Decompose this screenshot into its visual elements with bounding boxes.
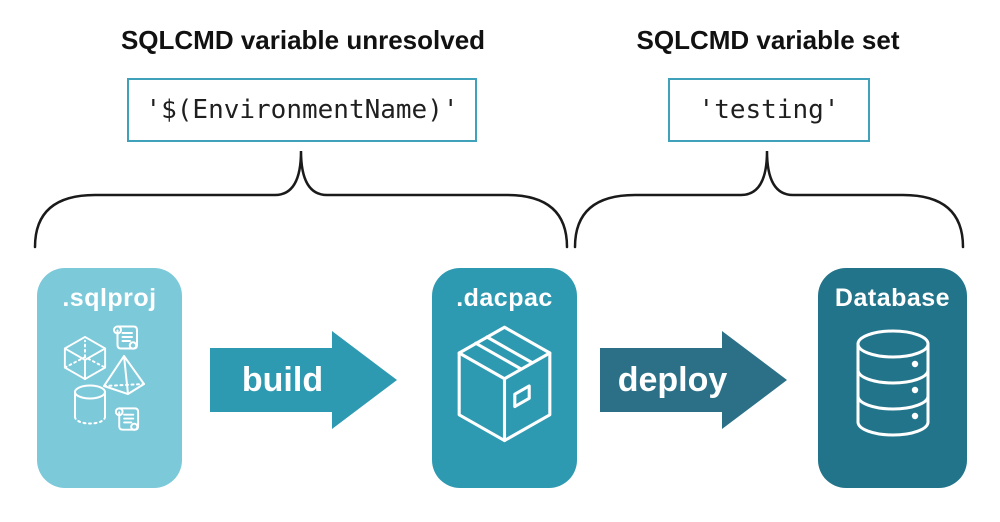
code-box-environment-variable: '$(EnvironmentName)' [127, 78, 477, 142]
pyramid-icon [103, 355, 145, 395]
build-arrow-label: build [241, 360, 324, 399]
code-value-environment-variable: '$(EnvironmentName)' [145, 95, 459, 125]
heading-sqlcmd-unresolved: SQLCMD variable unresolved [120, 25, 486, 55]
dacpac-label: .dacpac [456, 284, 553, 312]
deploy-arrow-shape [600, 331, 787, 429]
build-arrow: build [210, 331, 397, 429]
heading-sqlcmd-set: SQLCMD variable set [636, 25, 900, 55]
deploy-arrow-label: deploy [617, 360, 728, 399]
database-card: Database [818, 268, 967, 488]
curly-brace-right [573, 150, 965, 249]
sqlproj-card: .sqlproj [37, 268, 182, 488]
database-label: Database [834, 284, 951, 312]
script-scroll-icon [113, 325, 138, 350]
code-value-testing: 'testing' [698, 95, 840, 125]
code-box-testing-value: 'testing' [668, 78, 870, 142]
cylinder-icon [74, 384, 106, 425]
database-cylinder-icon [856, 329, 930, 437]
package-box-icon [457, 325, 552, 443]
cube-icon [63, 335, 107, 381]
build-arrow-shape [210, 331, 397, 429]
deploy-arrow: deploy [600, 331, 787, 429]
script-scroll-icon [114, 407, 140, 431]
sqlproj-label: .sqlproj [62, 284, 157, 312]
curly-brace-left [33, 150, 569, 249]
dacpac-card: .dacpac [432, 268, 577, 488]
